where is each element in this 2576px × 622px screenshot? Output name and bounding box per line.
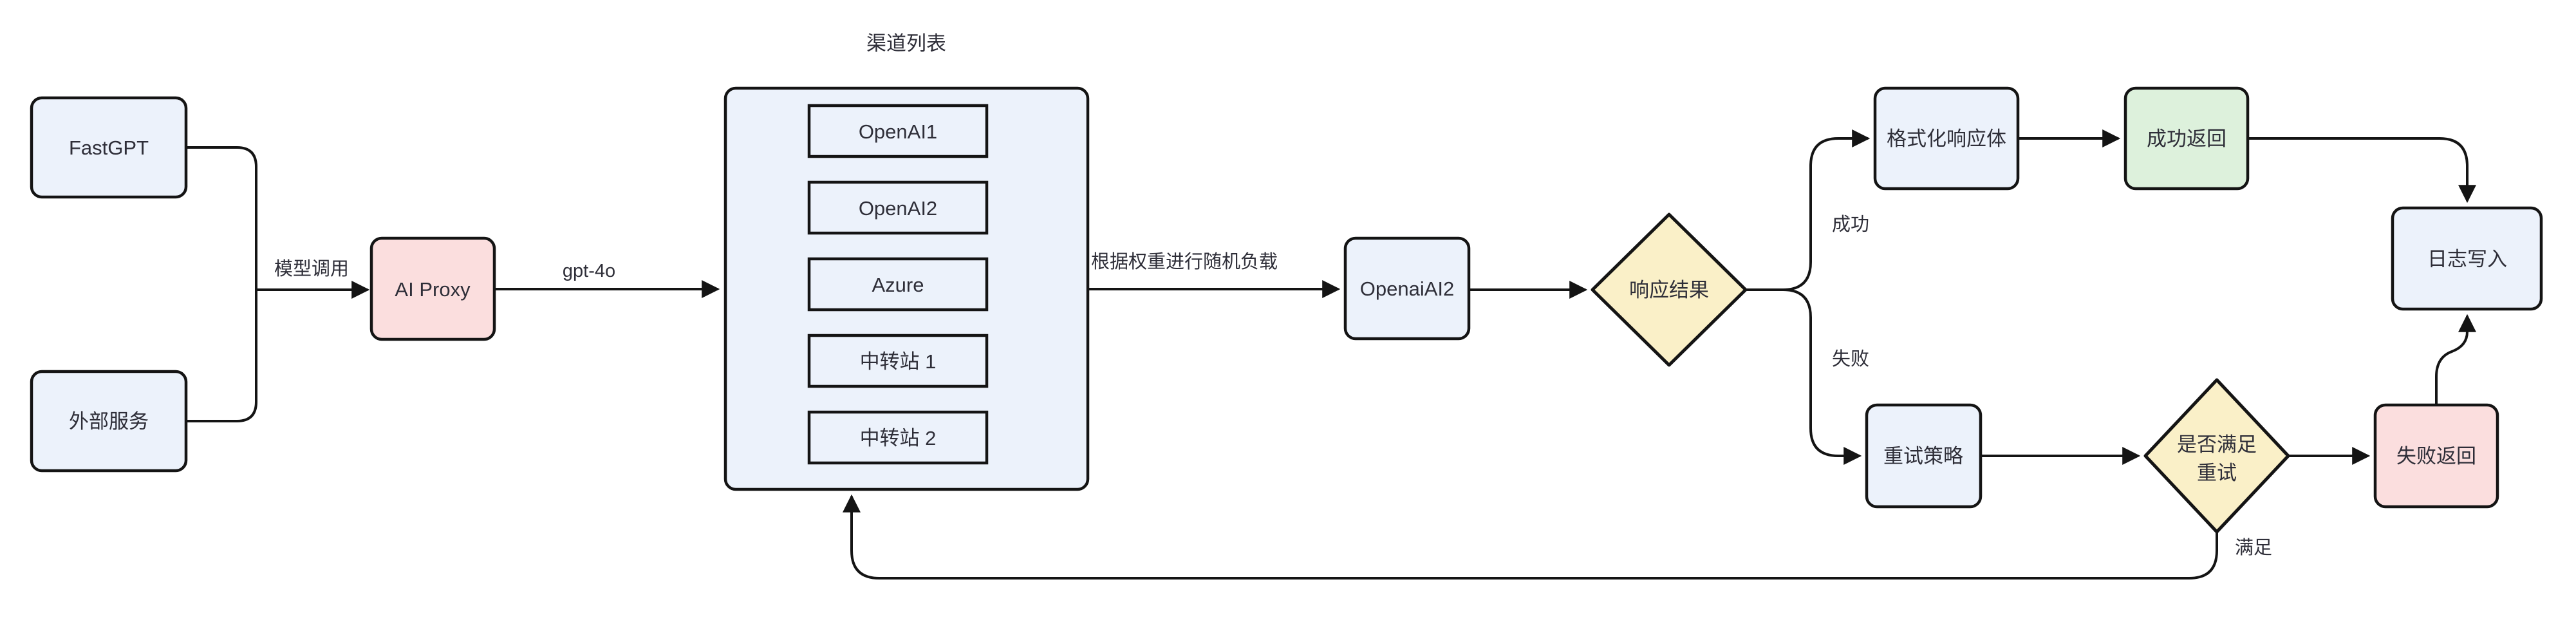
edge-labels: 模型调用 gpt-4o 根据权重进行随机负载 成功 失败 满足 [274,214,2272,558]
ai-proxy-box [369,236,496,341]
channel-azure-label: Azure [872,274,924,296]
edge-label-gpt4o: gpt-4o [563,261,615,281]
node-format-response: 格式化响应体 [1873,86,2020,191]
format-response-box [1873,86,2020,191]
channel-openai1-box [807,104,989,158]
node-retry-strategy: 重试策略 [1865,403,1983,509]
retry-strategy-box [1865,403,1983,509]
node-channel-relay1: 中转站 1 [807,334,989,388]
external-service-label: 外部服务 [69,410,149,433]
format-response-label: 格式化响应体 [1887,127,2006,150]
channel-openai1-label: OpenAI1 [859,120,937,143]
node-success-return: 成功返回 [2123,86,2250,191]
channel-relay2-box [807,410,989,465]
node-external-service: 外部服务 [30,370,188,473]
edge-label-satisfied: 满足 [2235,537,2272,558]
log-write-box [2391,206,2543,311]
node-channel-azure: Azure [807,257,989,312]
node-channel-openai2: OpenAI2 [807,180,989,235]
success-return-label: 成功返回 [2147,127,2226,150]
edge-label-fail: 失败 [1832,348,1869,370]
success-return-box [2123,86,2250,191]
retry-check-diamond [2143,378,2290,534]
edge-fastgpt-to-merge [185,146,257,291]
edge-label-weighted-load: 根据权重进行随机负载 [1091,251,1278,272]
edge-label-model-call: 模型调用 [274,258,349,279]
edge-check-loopback-to-channels [843,494,2218,580]
fail-return-box [2373,403,2499,509]
channel-relay2-label: 中转站 2 [860,427,937,449]
external-service-box [30,370,188,473]
cluster-channel-list-title: 渠道列表 [866,32,946,55]
ai-proxy-label: AI Proxy [395,278,471,301]
node-channel-relay2: 中转站 2 [807,410,989,465]
node-log-write: 日志写入 [2391,206,2543,311]
retry-check-label-line2: 重试 [2197,462,2237,484]
fastgpt-label: FastGPT [69,137,149,159]
channel-relay1-box [807,334,989,388]
channel-openai2-label: OpenAI2 [859,197,937,220]
response-result-label: 响应结果 [1629,279,1709,301]
node-openai-ai2: OpenaiAI2 [1343,236,1471,341]
edge-fail-to-log [2435,314,2476,406]
node-retry-check: 是否满足 重试 [2143,378,2290,534]
edge-result-success-branch [1744,129,1871,291]
node-ai-proxy: AI Proxy [369,236,496,341]
openai-ai2-box [1343,236,1471,341]
edge-label-success: 成功 [1832,214,1869,235]
cluster-channel-list: 渠道列表 OpenAI1 OpenAI2 Azure 中转站 1 中转站 2 [723,32,1090,491]
fastgpt-box [30,96,188,199]
log-write-label: 日志写入 [2427,248,2507,270]
fail-return-label: 失败返回 [2396,445,2476,467]
edge-external-to-merge [185,288,257,422]
response-result-diamond [1591,212,1748,367]
channel-relay1-label: 中转站 1 [860,350,937,373]
openai-ai2-label: OpenaiAI2 [1360,278,1455,300]
retry-strategy-label: 重试策略 [1883,445,1963,467]
node-fail-return: 失败返回 [2373,403,2499,509]
edges [185,129,2476,580]
edge-success-to-log [2246,137,2476,203]
node-response-result: 响应结果 [1591,212,1748,367]
node-channel-openai1: OpenAI1 [807,104,989,158]
retry-check-label-line1: 是否满足 [2177,433,2257,456]
channel-azure-box [807,257,989,312]
channel-openai2-box [807,180,989,235]
edge-result-fail-branch [1744,288,1862,465]
node-fastgpt: FastGPT [30,96,188,199]
